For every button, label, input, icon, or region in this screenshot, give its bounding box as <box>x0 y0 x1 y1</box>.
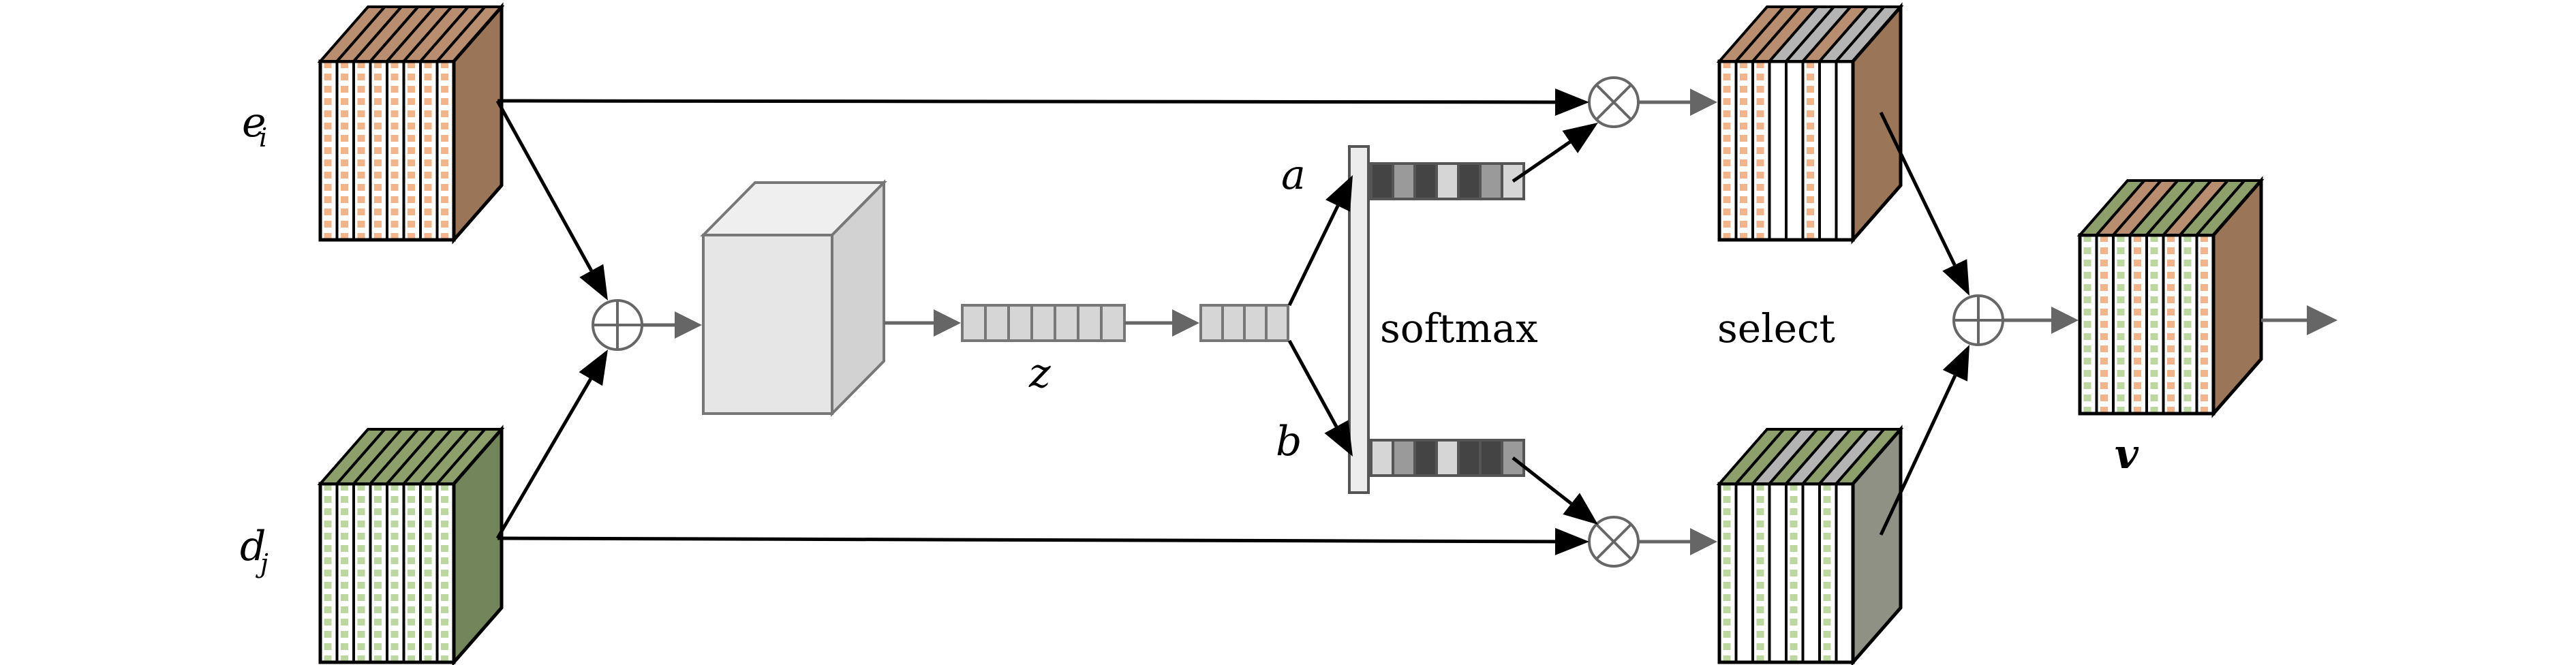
input-cube-d <box>317 424 505 665</box>
arrow-v-output <box>2261 305 2337 335</box>
fc-vector <box>1199 304 1289 342</box>
fused-cube-v <box>2076 176 2265 418</box>
arrow-box-to-z <box>884 309 961 337</box>
arrow-fc-to-a <box>1287 175 1353 307</box>
product-node-bottom <box>1588 516 1640 568</box>
attention-vector-a <box>1370 162 1525 200</box>
softmax-bar <box>1348 145 1370 494</box>
arrow-z-to-fc <box>1124 309 1199 337</box>
label-z: z <box>1028 350 1051 397</box>
label-b: b <box>1276 418 1302 465</box>
label-e: e <box>242 99 266 146</box>
arrow-fc-to-b <box>1287 339 1353 457</box>
label-e-subscript: i <box>259 123 267 153</box>
arrow-b-to-product <box>1512 457 1598 525</box>
label-v: v <box>2115 431 2139 478</box>
selected-cube-top <box>1716 2 1904 245</box>
arrow-e-to-sum <box>495 99 608 300</box>
arrow-sum-to-v <box>2003 307 2079 334</box>
label-softmax: softmax <box>1380 305 1538 352</box>
arrow-top-cube-to-sum <box>1879 111 1969 296</box>
label-select: select <box>1717 305 1835 352</box>
sum-node-right <box>1952 294 2004 346</box>
input-cube-e <box>317 2 505 245</box>
product-node-top <box>1588 76 1640 128</box>
label-a: a <box>1281 151 1306 199</box>
sum-node-left <box>592 299 643 351</box>
arrow-d-to-product-bottom <box>497 527 1589 555</box>
label-d-j: d j <box>240 523 269 578</box>
arrow-a-to-product <box>1512 123 1598 183</box>
arrow-bottom-cube-to-sum <box>1879 345 1969 536</box>
arrow-sum-to-box <box>642 311 702 339</box>
attention-vector-b <box>1370 439 1525 477</box>
z-vector <box>961 304 1126 342</box>
pooling-box <box>700 179 887 417</box>
arrows <box>495 88 2337 555</box>
label-e-i: e i <box>242 99 267 153</box>
selected-cube-bottom <box>1716 424 1904 665</box>
arrow-e-to-product-top <box>497 88 1589 116</box>
arrow-product-bottom-to-cube <box>1638 528 1717 555</box>
arrow-product-top-to-cube <box>1638 89 1717 116</box>
label-d: d <box>240 523 266 570</box>
arrow-d-to-sum <box>495 350 608 540</box>
